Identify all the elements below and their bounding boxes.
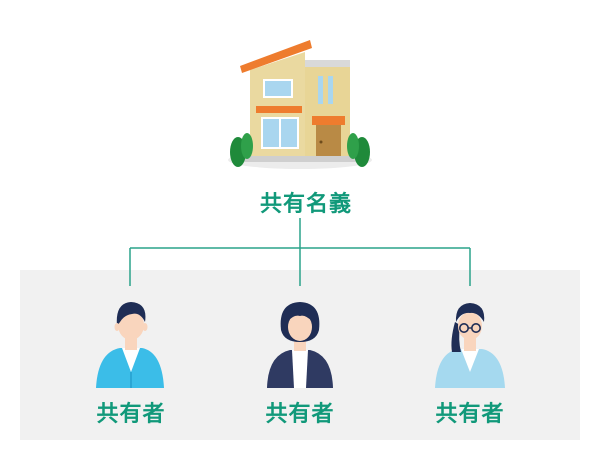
member-label-3: 共有者 bbox=[435, 402, 505, 427]
member-label-2: 共有者 bbox=[265, 402, 335, 427]
root-label: 共有名義 bbox=[259, 192, 352, 217]
member-label-1: 共有者 bbox=[96, 402, 166, 427]
